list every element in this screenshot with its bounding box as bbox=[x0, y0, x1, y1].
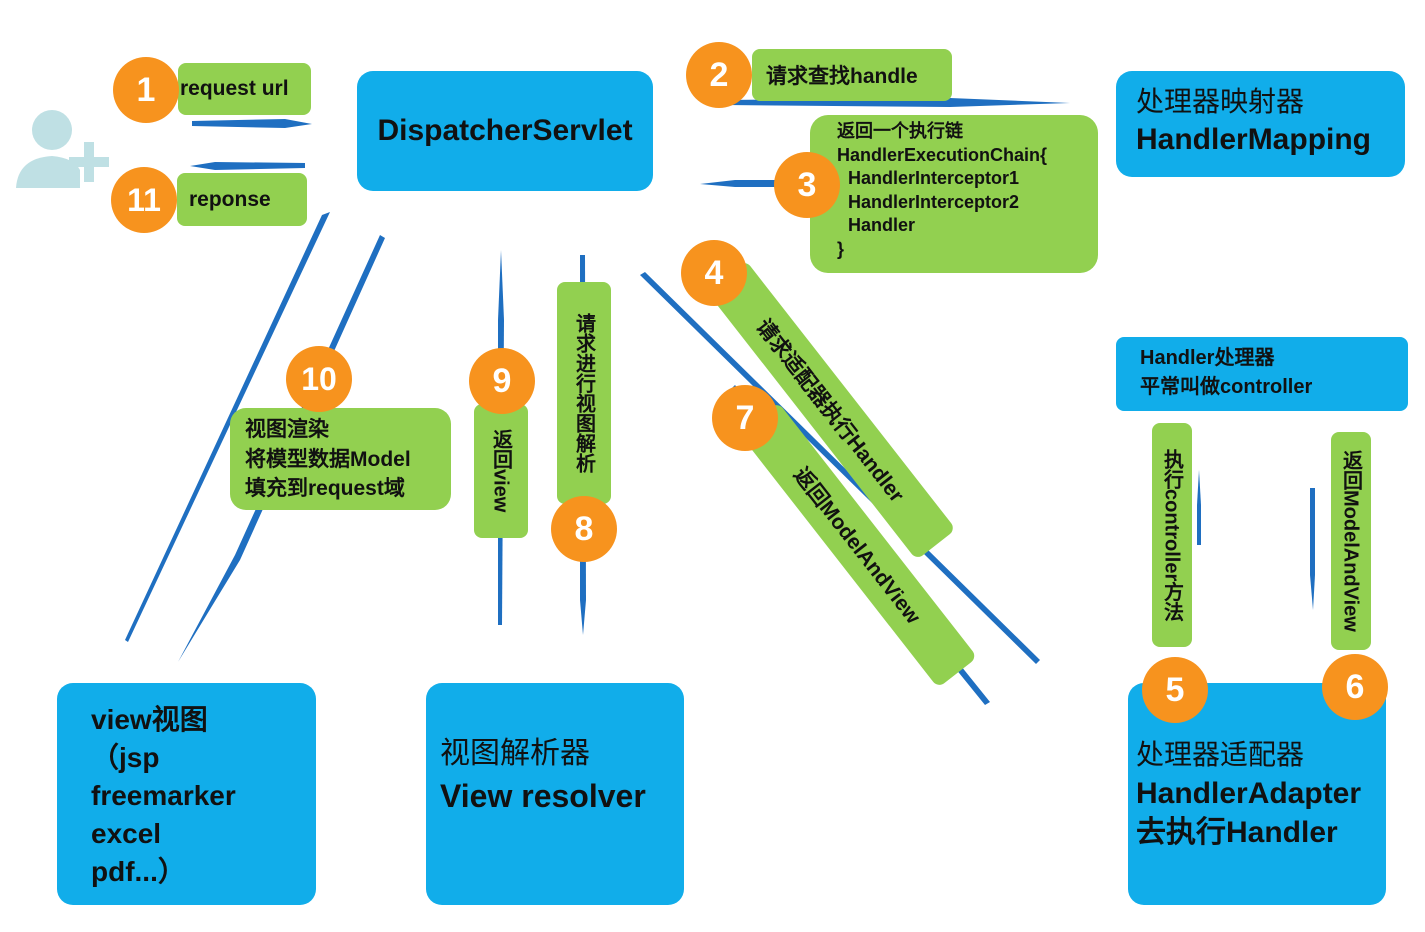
arrow-response bbox=[190, 162, 305, 170]
chain-line-4: HandlerInterceptor2 bbox=[848, 191, 1020, 212]
arrow-render-up bbox=[125, 212, 330, 642]
label-find-handle: 请求查找handle bbox=[752, 49, 952, 101]
render-line-3: 填充到request域 bbox=[245, 477, 405, 500]
mapping-en: HandlerMapping bbox=[1136, 123, 1372, 156]
step-4: 4 bbox=[681, 240, 747, 306]
arrow-exec-controller bbox=[1197, 470, 1201, 545]
view-resolver[interactable]: 视图解析器 View resolver bbox=[426, 683, 684, 905]
render-line-2: 将模型数据Model bbox=[245, 447, 411, 471]
label-response: reponse bbox=[177, 173, 307, 226]
adapter-desc: 去执行Handler bbox=[1136, 816, 1338, 849]
view-line-1: view视图 bbox=[91, 704, 208, 735]
chain-line-1: 返回一个执行链 bbox=[837, 121, 963, 141]
view-line-4: excel bbox=[91, 818, 162, 849]
resolver-cn: 视图解析器 bbox=[440, 736, 590, 771]
chain-line-3: HandlerInterceptor1 bbox=[848, 168, 1020, 188]
step-9: 9 bbox=[469, 348, 535, 414]
label-return-mav-side: 返回ModelAndView bbox=[1331, 432, 1371, 650]
step-5: 5 bbox=[1142, 657, 1208, 723]
step-11: 11 bbox=[111, 167, 177, 233]
resolver-en: View resolver bbox=[440, 778, 646, 814]
add-user-icon[interactable] bbox=[14, 100, 114, 192]
arrow-adapter-exec bbox=[640, 272, 1040, 664]
dispatcher-servlet[interactable]: DispatcherServlet bbox=[357, 71, 653, 191]
chain-line-6: } bbox=[837, 238, 845, 259]
render-line-1: 视图渲染 bbox=[245, 418, 329, 441]
label-execution-chain: 返回一个执行链 HandlerExecutionChain{ HandlerIn… bbox=[810, 115, 1098, 273]
label-return-view: 返回view bbox=[474, 404, 528, 538]
step-10: 10 bbox=[286, 346, 352, 412]
step-1: 1 bbox=[113, 57, 179, 123]
adapter-cn: 处理器适配器 bbox=[1136, 738, 1305, 771]
arrow-render-down bbox=[178, 235, 385, 662]
arrow-return-mav-side bbox=[1310, 488, 1315, 610]
handler-note: Handler处理器 平常叫做controller bbox=[1116, 337, 1408, 411]
chain-line-2: HandlerExecutionChain{ bbox=[837, 144, 1048, 165]
mapping-cn: 处理器映射器 bbox=[1136, 85, 1305, 118]
step-8: 8 bbox=[551, 496, 617, 562]
handler-note-line-2: 平常叫做controller bbox=[1140, 376, 1313, 398]
chain-line-5: Handler bbox=[848, 215, 916, 235]
arrow-request bbox=[192, 119, 312, 128]
handler-mapping[interactable]: 处理器映射器 HandlerMapping bbox=[1116, 71, 1405, 177]
label-render: 视图渲染 将模型数据Model 填充到request域 bbox=[230, 408, 451, 510]
label-exec-controller: 执行controller方法 bbox=[1152, 423, 1192, 647]
step-7: 7 bbox=[712, 385, 778, 451]
handler-adapter[interactable]: 处理器适配器 HandlerAdapter 去执行Handler bbox=[1128, 683, 1386, 905]
view-line-3: freemarker bbox=[91, 780, 236, 811]
view-line-2: （jsp bbox=[91, 742, 160, 773]
view-line-5: pdf...） bbox=[91, 856, 186, 887]
adapter-en: HandlerAdapter bbox=[1136, 777, 1362, 810]
view-box[interactable]: view视图 （jsp freemarker excel pdf...） bbox=[57, 683, 316, 905]
step-3: 3 bbox=[774, 152, 840, 218]
step-2: 2 bbox=[686, 42, 752, 108]
handler-note-line-1: Handler处理器 bbox=[1140, 347, 1275, 369]
label-request-url: request url bbox=[178, 63, 311, 115]
label-resolve-view: 请求进行视图解析 bbox=[557, 282, 611, 504]
step-6: 6 bbox=[1322, 654, 1388, 720]
dispatcher-label: DispatcherServlet bbox=[377, 114, 633, 147]
